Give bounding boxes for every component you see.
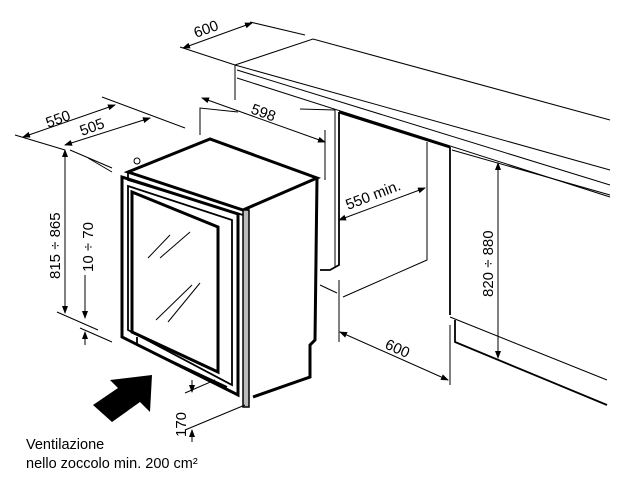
- dim-cabinet-width: 600: [382, 336, 412, 362]
- dim-foot-adjust: 10 ÷ 70: [80, 222, 97, 272]
- dim-counter-depth: 600: [192, 17, 221, 42]
- right-cabinet: [449, 149, 611, 406]
- dim-niche-height: 820 ÷ 880: [480, 230, 497, 297]
- caption-line-1: Ventilazione: [26, 437, 104, 453]
- dim-niche-width: 598: [249, 101, 278, 126]
- countertop: [234, 38, 611, 198]
- ventilation-arrow-icon: [93, 375, 152, 422]
- wine-cooler: [120, 137, 322, 408]
- dim-appliance-depth: 550: [44, 107, 73, 132]
- caption-line-2: nello zoccolo min. 200 cm²: [26, 456, 198, 472]
- glass-reflection: [147, 231, 201, 323]
- dim-plinth-height: 170: [173, 412, 190, 437]
- dim-appliance-body-depth: 505: [78, 115, 107, 140]
- door-handle-strip: [242, 209, 250, 408]
- dim-niche-depth-min: 550 min.: [343, 177, 403, 213]
- dim-appliance-height: 815 ÷ 865: [47, 212, 64, 279]
- dimension-lines: [14, 21, 501, 442]
